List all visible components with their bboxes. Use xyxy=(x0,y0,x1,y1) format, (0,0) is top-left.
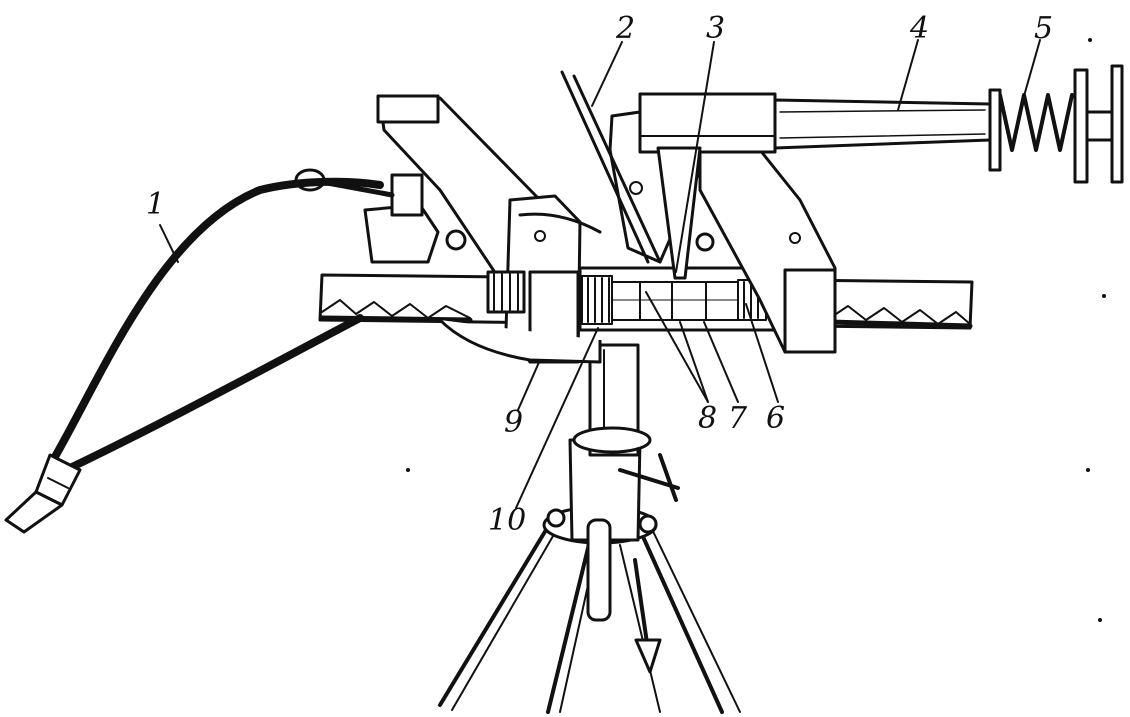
label-8: 8 xyxy=(698,401,717,436)
filler-rod xyxy=(560,70,662,264)
label-9: 9 xyxy=(504,405,523,440)
scan-specks xyxy=(406,38,1106,622)
label-2: 2 xyxy=(615,11,635,46)
label-6: 6 xyxy=(766,401,785,436)
right-clamp xyxy=(695,138,837,354)
label-5: 5 xyxy=(1034,11,1053,46)
left-clamp xyxy=(294,94,602,364)
gas-hose xyxy=(4,177,602,534)
label-7: 7 xyxy=(728,401,748,436)
callout-labels: 1 2 3 4 5 6 7 8 9 10 xyxy=(146,11,1053,538)
label-10: 10 xyxy=(488,503,526,538)
label-1: 1 xyxy=(146,187,165,222)
electrode xyxy=(629,146,702,280)
callout-leaders xyxy=(159,39,1041,509)
tripod xyxy=(438,438,741,714)
label-4: 4 xyxy=(909,11,929,46)
left-knurl-ring xyxy=(581,275,613,325)
spring xyxy=(998,93,1074,152)
label-3: 3 xyxy=(706,11,725,46)
